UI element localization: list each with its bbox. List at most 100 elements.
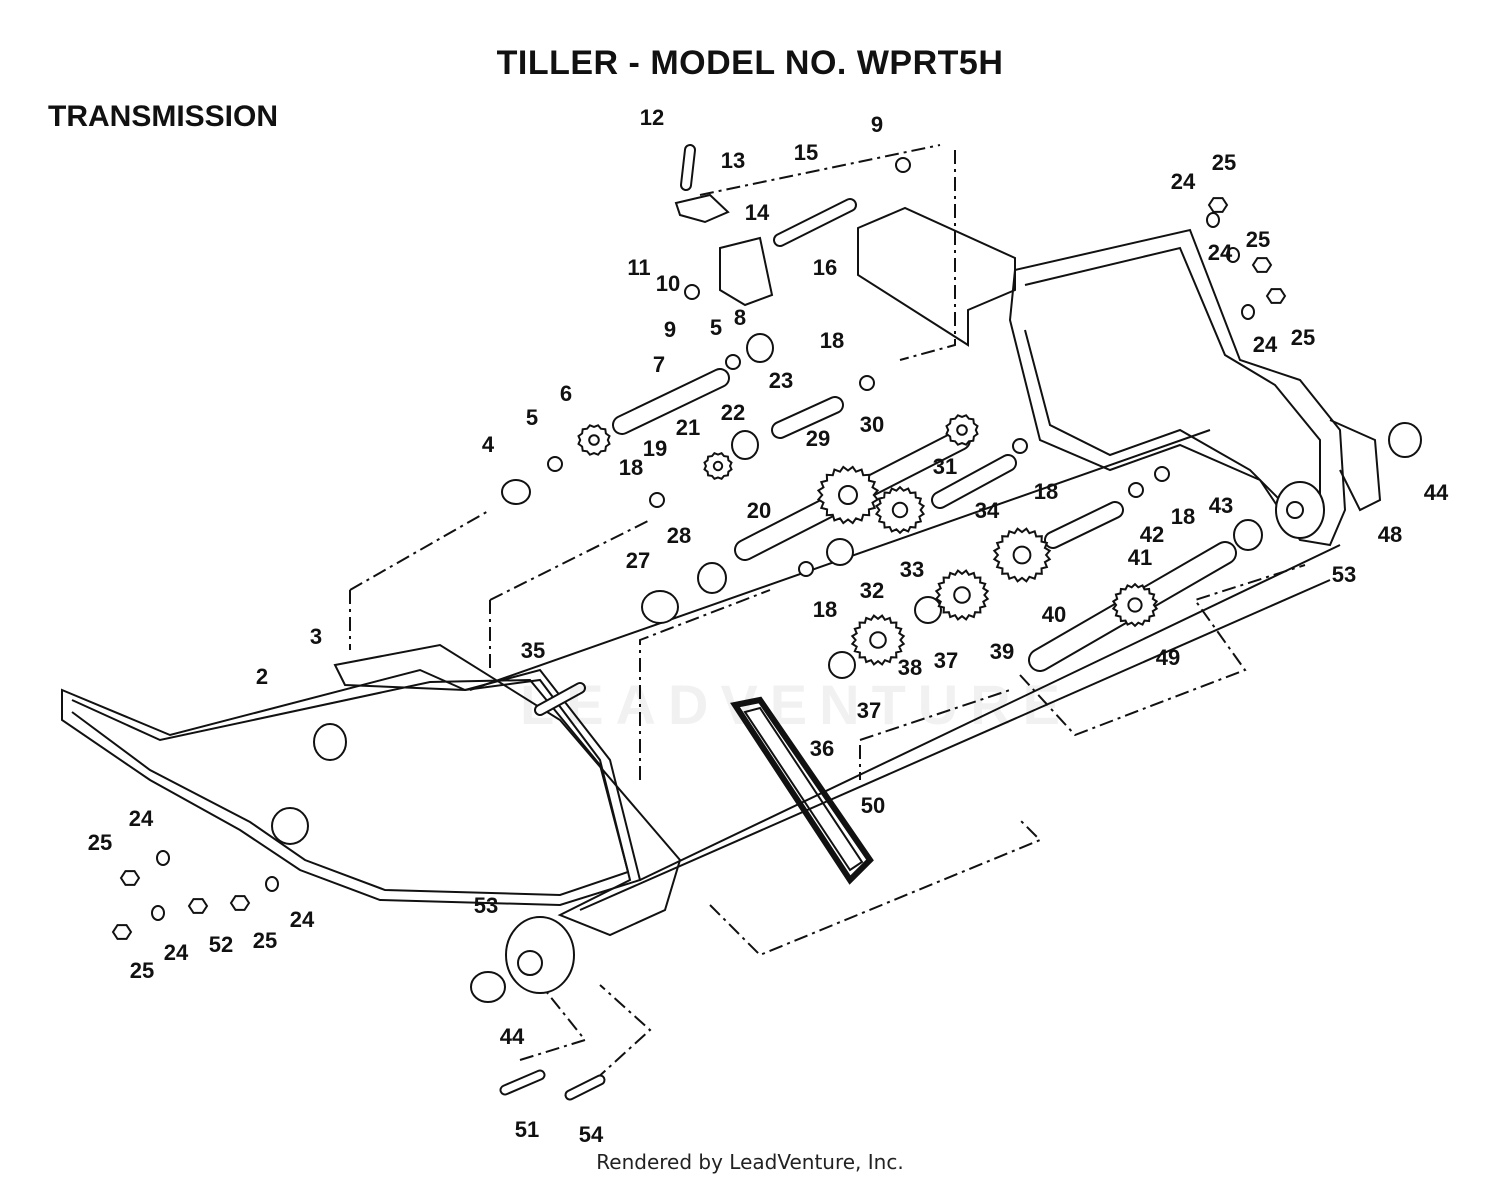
part-label: 25	[253, 928, 277, 953]
part-label: 53	[1332, 562, 1356, 587]
shift-block-14	[719, 236, 774, 307]
part-label: 4	[482, 432, 495, 457]
part-label: 9	[871, 112, 883, 137]
frame-bottom-edge	[579, 579, 1331, 911]
part-label: 40	[1042, 602, 1066, 627]
part-label: 24	[1253, 332, 1278, 357]
nut-3	[229, 895, 251, 911]
shaft-34	[933, 456, 1015, 507]
part-label: 31	[933, 454, 957, 479]
part-label: 34	[975, 498, 1000, 523]
washer-18	[859, 375, 875, 391]
part-label: 18	[813, 597, 837, 622]
washer-24-1	[151, 905, 165, 921]
part-label: 10	[656, 271, 680, 296]
part-label: 28	[667, 523, 691, 548]
part-label: 18	[1034, 479, 1058, 504]
washer-5	[547, 456, 563, 472]
leader-bottom-right	[709, 819, 1042, 957]
bushing-27	[641, 590, 679, 624]
washer-18b	[1012, 438, 1028, 454]
part-label: 18	[619, 455, 643, 480]
part-label: 48	[1378, 522, 1402, 547]
part-label: 12	[640, 105, 664, 130]
washer-24-5	[1241, 304, 1255, 320]
nut-4	[1207, 197, 1229, 213]
bearing-31-hub	[956, 424, 968, 436]
washer-24-4	[1226, 247, 1240, 263]
leader-left-top	[349, 509, 491, 650]
part-label: 5	[526, 405, 538, 430]
part-label: 2	[256, 664, 268, 689]
bolt-35	[536, 684, 584, 714]
sprocket-49-hub	[1127, 597, 1143, 613]
nut-0	[119, 870, 141, 886]
part-label: 25	[88, 830, 112, 855]
part-label: 38	[898, 655, 922, 680]
part-label: 25	[1212, 150, 1236, 175]
part-label: 44	[500, 1024, 525, 1049]
bushing-4	[501, 479, 531, 505]
bushing-left	[313, 723, 347, 761]
part-label: 33	[900, 557, 924, 582]
bearing-44b	[470, 971, 506, 1003]
sprocket-38-hub	[869, 631, 887, 649]
part-label: 9	[664, 317, 676, 342]
left-frame-inner	[71, 678, 630, 897]
part-label: 24	[290, 907, 315, 932]
footer-credit: Rendered by LeadVenture, Inc.	[596, 1150, 904, 1174]
sprocket-40-hub	[1012, 545, 1032, 565]
washer-9b	[684, 284, 700, 300]
part-label: 6	[560, 381, 572, 406]
bushing-22	[731, 430, 759, 460]
part-label: 44	[1424, 480, 1449, 505]
shaft-23	[773, 398, 842, 437]
pulley-53-hub	[517, 950, 543, 976]
shaft-7	[614, 370, 728, 433]
nut-1	[111, 924, 133, 940]
frame-mid-edge	[639, 544, 1341, 881]
part-label: 35	[521, 638, 545, 663]
leader-shift-rod	[699, 144, 941, 196]
right-cover-rim	[1329, 419, 1382, 512]
leader-gear-group	[859, 689, 1011, 780]
shaft-41	[1046, 503, 1122, 547]
part-label: 30	[860, 412, 884, 437]
part-label: 22	[721, 400, 745, 425]
section-title: TRANSMISSION	[48, 100, 279, 133]
part-label: 53	[474, 893, 498, 918]
bolt-54	[566, 1076, 604, 1099]
part-label: 24	[1208, 240, 1233, 265]
part-label: 19	[643, 436, 667, 461]
part-label: 52	[209, 932, 233, 957]
part-label: 7	[653, 352, 665, 377]
bushing-8	[746, 333, 774, 363]
shift-plate-13	[674, 193, 730, 224]
bearing-44	[1388, 422, 1422, 458]
gear-21-hub	[712, 460, 724, 472]
bushing-left-b	[271, 807, 309, 845]
pulley-53b-hub	[1286, 501, 1304, 519]
part-label: 25	[1246, 227, 1270, 252]
leader-bolts	[519, 984, 652, 1081]
part-label: 13	[721, 148, 745, 173]
sprocket-39-hub	[953, 586, 971, 604]
sprocket-29-hub	[838, 485, 858, 505]
part-label: 43	[1209, 493, 1233, 518]
part-label: 21	[676, 415, 700, 440]
part-label: 8	[734, 305, 746, 330]
belt-inner	[743, 706, 864, 872]
washer-18c	[1154, 466, 1170, 482]
rod-16	[775, 200, 855, 245]
part-label: 18	[1171, 504, 1195, 529]
right-housing-outline	[1008, 228, 1347, 547]
part-label: 14	[745, 200, 770, 225]
part-label: 25	[130, 958, 154, 983]
part-label: 16	[813, 255, 837, 280]
part-label: 49	[1156, 645, 1180, 670]
washer-24-0	[156, 850, 170, 866]
part-label: 29	[806, 426, 830, 451]
part-label: 37	[934, 648, 958, 673]
part-label: 24	[164, 940, 189, 965]
washer-42	[1128, 482, 1144, 498]
